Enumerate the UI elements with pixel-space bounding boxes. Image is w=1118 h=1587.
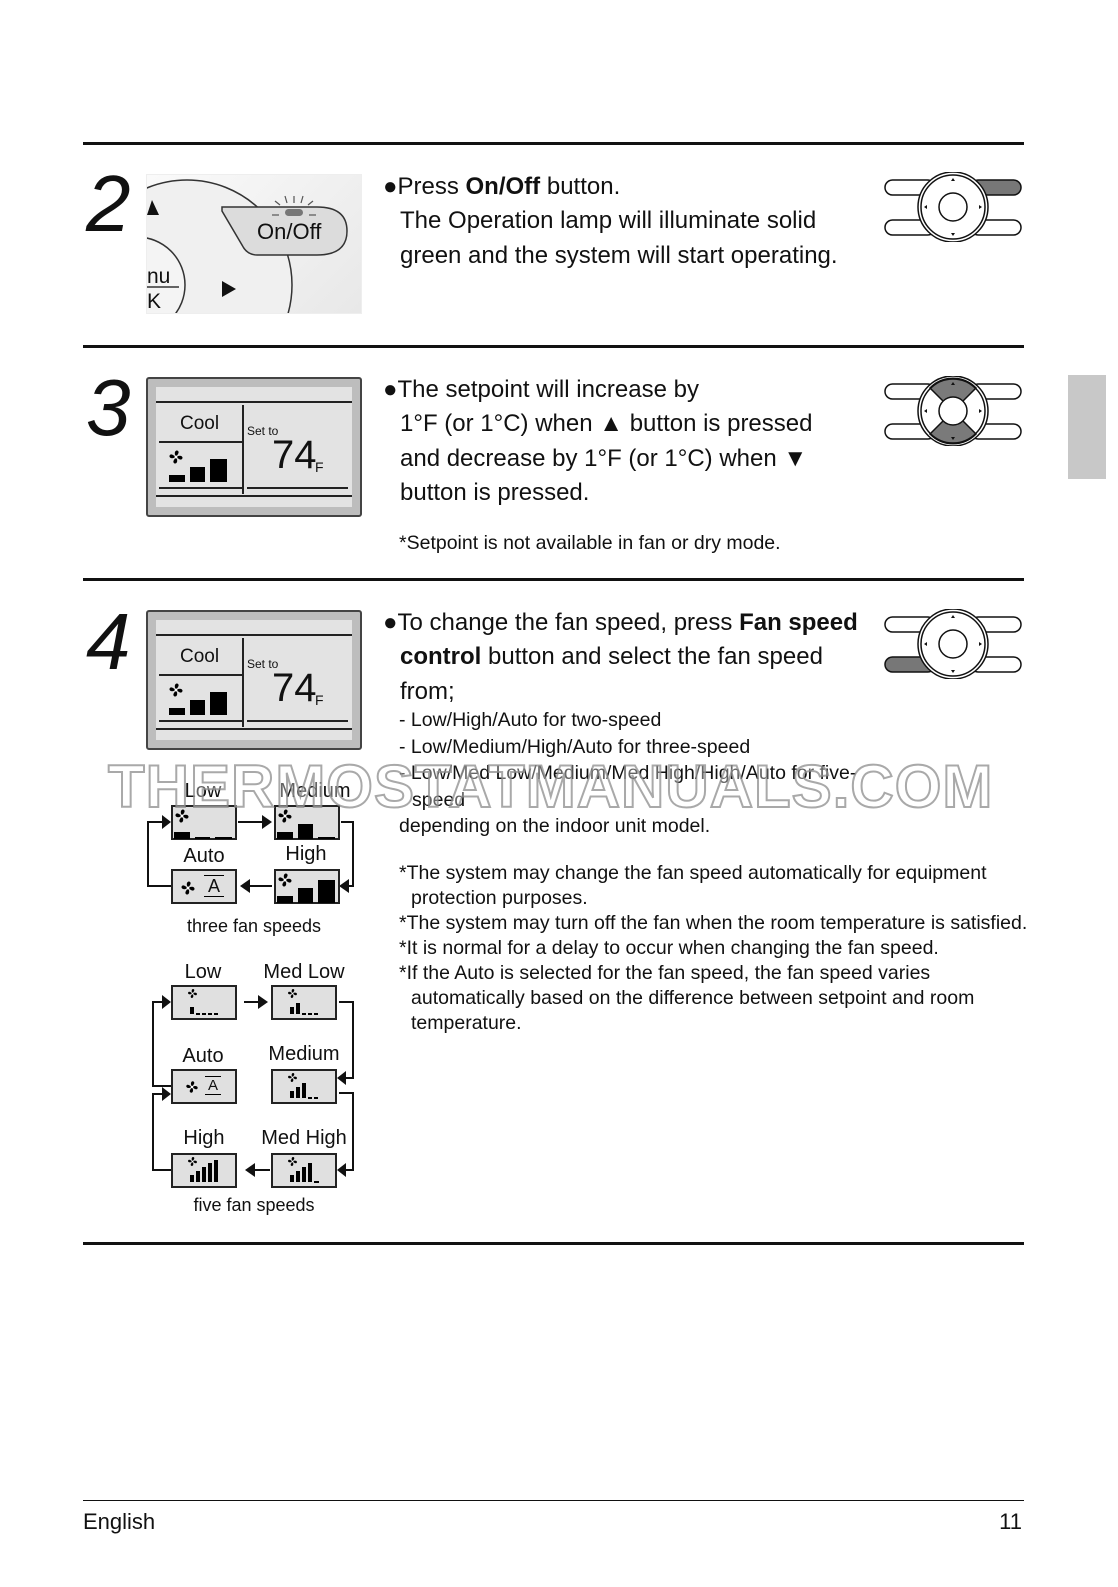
- note-marker: *: [399, 962, 407, 984]
- note-text: Setpoint is not available in fan or dry …: [406, 532, 781, 554]
- fan-speed-low-display: [171, 805, 237, 840]
- note-marker: *: [399, 862, 407, 884]
- bullet: ●: [383, 609, 398, 636]
- menu-button-partial-label: nu: [147, 265, 171, 288]
- fan-speed-med-low-display: [271, 985, 337, 1020]
- thermostat-display: Cool Set to 74 F: [146, 610, 362, 750]
- auto-icon: A: [205, 1076, 222, 1095]
- step-2-instructions: ●Press On/Off button. The Operation lamp…: [383, 170, 863, 273]
- text: button is pressed.: [400, 478, 590, 506]
- section-tab: [1068, 375, 1106, 479]
- option-three-speed: - Low/Medium/High/Auto for three-speed: [399, 735, 751, 758]
- text: button.: [540, 173, 621, 200]
- thermostat-display: Cool Set to 74 F: [146, 377, 362, 517]
- five-fan-speeds-caption: five fan speeds: [193, 1195, 315, 1215]
- fan-speed-high-display: [171, 1153, 237, 1188]
- footer-divider: [83, 1500, 1024, 1501]
- label-low: Low: [184, 780, 222, 802]
- option-five-speed: - Low/Med Low/Medium/Med High/High/Auto …: [399, 762, 857, 811]
- fan-speed-auto-display: A: [171, 869, 237, 904]
- on-off-button-illustration: On/Off nu K: [146, 174, 362, 314]
- three-fan-speeds-caption: three fan speeds: [186, 916, 322, 936]
- section-divider: [83, 345, 1024, 348]
- label-high: High: [183, 1127, 225, 1149]
- page-number: 11: [999, 1509, 1022, 1534]
- text: and decrease by 1°F (or 1°C) when: [400, 444, 784, 472]
- note-text: If the Auto is selected for the fan spee…: [406, 962, 975, 1034]
- text: The setpoint will increase by: [397, 376, 699, 403]
- label-low: Low: [184, 961, 222, 983]
- set-to-label: Set to: [247, 424, 279, 438]
- step-number: 4: [86, 597, 131, 686]
- mode-label: Cool: [180, 646, 220, 667]
- fan-speed-low-display: [171, 985, 237, 1020]
- bullet: ●: [383, 173, 398, 200]
- label-high: High: [285, 843, 327, 865]
- on-off-button-label: On/Off: [257, 219, 322, 244]
- section-divider: [83, 1242, 1024, 1245]
- on-off-button-name: On/Off: [465, 173, 541, 200]
- ok-button-partial-label: K: [147, 290, 162, 313]
- label-auto: Auto: [183, 845, 225, 867]
- temperature-unit: F: [315, 692, 324, 708]
- step-2-body: The Operation lamp will illuminate solid…: [400, 207, 838, 269]
- note-text: The system may turn off the fan when the…: [406, 912, 1028, 934]
- text: button and select the fan speed from;: [400, 643, 823, 705]
- step-4-instructions: ●To change the fan speed, press Fan spee…: [383, 606, 873, 709]
- label-med-high: Med High: [261, 1127, 347, 1149]
- note-text: The system may change the fan speed auto…: [406, 862, 987, 909]
- section-divider: [83, 142, 1024, 145]
- label-med-low: Med Low: [263, 961, 345, 983]
- text: Press: [397, 173, 466, 200]
- fan-speed-options: - Low/High/Auto for two-speed - Low/Medi…: [399, 707, 859, 840]
- mode-label: Cool: [180, 413, 220, 434]
- remote-pad-icon-onoff: [883, 171, 1023, 247]
- fan-speed-high-display: [274, 869, 340, 904]
- step-4-notes: *The system may change the fan speed aut…: [399, 861, 1029, 1036]
- note-marker: *: [399, 532, 407, 554]
- label-medium: Medium: [279, 780, 351, 802]
- text: To change the fan speed, press: [397, 609, 740, 636]
- up-arrow-icon: ▲: [599, 410, 624, 438]
- auto-icon: A: [204, 875, 225, 897]
- fan-speed-control-button-name: Fan speed control: [400, 609, 858, 671]
- option-two-speed: - Low/High/Auto for two-speed: [399, 709, 662, 731]
- fan-speed-medium-display: [271, 1069, 337, 1104]
- step-number: 2: [86, 159, 131, 248]
- fan-speed-auto-display: A: [171, 1069, 237, 1104]
- fan-speed-medium-display: [274, 805, 340, 840]
- step-3-instructions: ●The setpoint will increase by 1°F (or 1…: [383, 373, 863, 510]
- temperature-unit: F: [315, 459, 324, 475]
- section-divider: [83, 578, 1024, 581]
- down-arrow-icon: ▼: [783, 444, 808, 472]
- remote-pad-icon-up-down: [883, 375, 1023, 451]
- note-marker: *: [399, 912, 407, 934]
- setpoint-value: 74: [272, 433, 317, 477]
- footer-language: English: [83, 1509, 156, 1534]
- setpoint-value: 74: [272, 666, 317, 710]
- note-marker: *: [399, 937, 407, 959]
- text: 1°F (or 1°C) when: [400, 410, 600, 438]
- set-to-label: Set to: [247, 657, 279, 671]
- note-text: It is normal for a delay to occur when c…: [406, 937, 939, 959]
- bullet: ●: [383, 376, 398, 403]
- label-medium: Medium: [268, 1043, 340, 1065]
- fan-speed-med-high-display: [271, 1153, 337, 1188]
- depending-text: depending on the indoor unit model.: [399, 815, 711, 837]
- step-3-note: *Setpoint is not available in fan or dry…: [399, 531, 781, 556]
- step-number: 3: [86, 363, 131, 452]
- remote-pad-icon-fan-speed: [883, 608, 1023, 684]
- label-auto: Auto: [182, 1045, 224, 1067]
- text: button is pressed: [623, 410, 813, 438]
